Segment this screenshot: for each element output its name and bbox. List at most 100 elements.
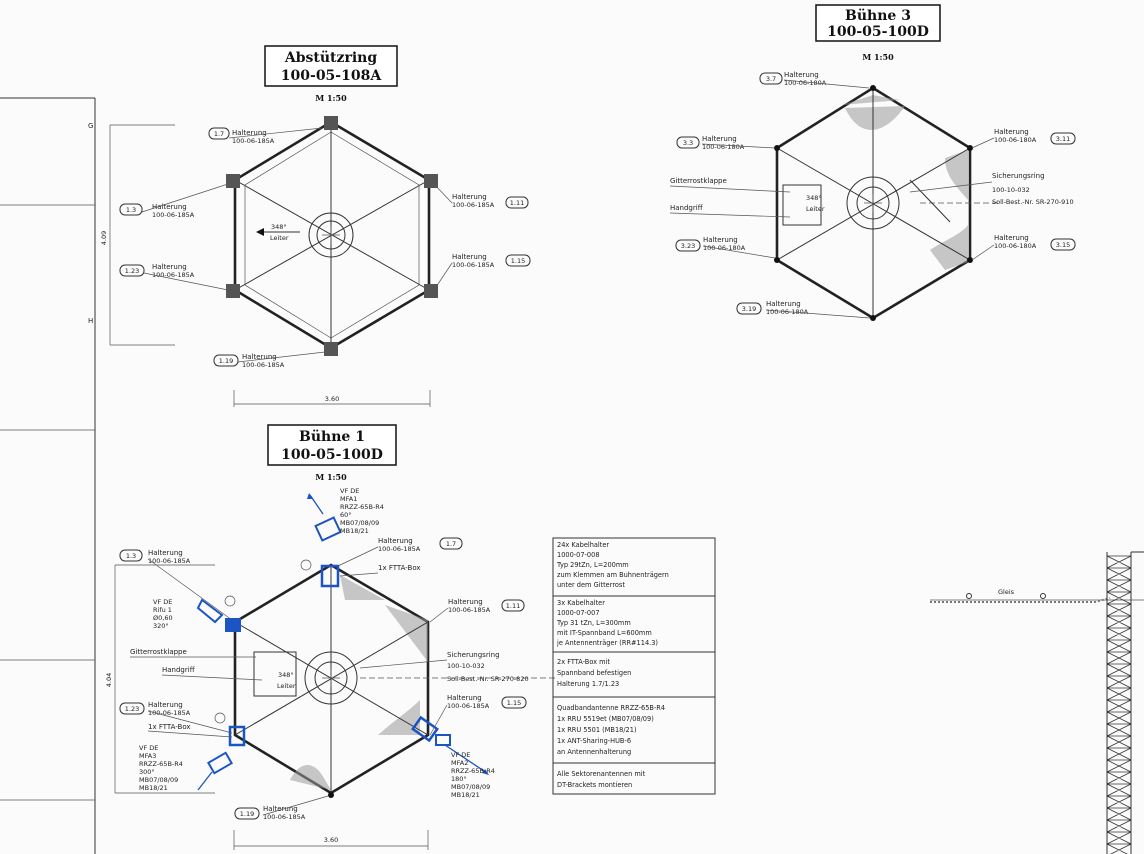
svg-text:1.23: 1.23 — [125, 705, 139, 713]
svg-text:unter dem Gitterrost: unter dem Gitterrost — [557, 581, 625, 589]
note-2: 3x Kabelhalter 1000-07-007 Typ 31 tZn, L… — [556, 599, 658, 647]
svg-text:320°: 320° — [153, 622, 169, 630]
drawing-number: 100-05-100D — [281, 447, 383, 463]
svg-text:100-10-032: 100-10-032 — [992, 186, 1030, 194]
svg-text:1x FTTA-Box: 1x FTTA-Box — [378, 564, 421, 572]
antenna-bottom-left-text: VF DE MFA3 RRZZ-65B-R4 300° MB07/08/09 M… — [139, 744, 183, 792]
svg-text:2x FTTA-Box mit: 2x FTTA-Box mit — [557, 658, 610, 666]
svg-text:RRZZ-65B-R4: RRZZ-65B-R4 — [451, 767, 495, 775]
svg-text:DT-Brackets montieren: DT-Brackets montieren — [557, 781, 632, 789]
label-3-23: 3.23 Halterung 100-06-180A — [675, 236, 776, 259]
label-1-3: 1.3 Halterung 100-06-185A — [119, 183, 229, 219]
svg-text:3.23: 3.23 — [681, 242, 695, 250]
antenna-left — [196, 595, 241, 632]
svg-text:MB18/21: MB18/21 — [451, 791, 480, 799]
antenna-top — [300, 493, 342, 588]
svg-text:100-06-185A: 100-06-185A — [447, 702, 490, 710]
svg-text:Gitterrostklappe: Gitterrostklappe — [670, 177, 727, 185]
svg-text:MB07/08/09: MB07/08/09 — [139, 776, 178, 784]
svg-text:an Antennenhalterung: an Antennenhalterung — [557, 748, 631, 756]
svg-text:100-06-185A: 100-06-185A — [242, 361, 285, 369]
drawing-abstuetzring: Abstützring 100-05-108A M 1:50 348° Leit… — [100, 45, 531, 407]
ladder-text: Leiter — [270, 234, 289, 242]
dim-height: 4.09 — [100, 231, 108, 245]
antenna-bottom-right-text: VF DE MFA2 RRZZ-65B-R4 180° MB07/08/09 M… — [451, 751, 495, 799]
svg-text:Handgriff: Handgriff — [162, 666, 195, 674]
label-1-15: Halterung 100-06-185A 1.15 — [429, 694, 527, 736]
gitterrostklappe-label: Gitterrostklappe Handgriff — [669, 177, 791, 218]
svg-text:MB07/08/09: MB07/08/09 — [451, 783, 490, 791]
svg-text:Halterung: Halterung — [994, 234, 1029, 242]
label-1-11: Halterung 100-06-185A 1.11 — [433, 183, 529, 209]
svg-text:MB07/08/09: MB07/08/09 — [340, 519, 379, 527]
note-5: Alle Sektorenantennen mit DT-Brackets mo… — [557, 770, 646, 789]
svg-text:Halterung: Halterung — [263, 805, 298, 813]
svg-text:Halterung: Halterung — [994, 128, 1029, 136]
svg-text:Leiter: Leiter — [806, 205, 825, 213]
svg-text:MFA1: MFA1 — [340, 495, 357, 503]
svg-text:300°: 300° — [139, 768, 155, 776]
svg-text:Halterung: Halterung — [784, 71, 819, 79]
svg-text:zum Klemmen am Buhnenträgern: zum Klemmen am Buhnenträgern — [557, 571, 669, 579]
svg-text:100-06-185A: 100-06-185A — [152, 271, 195, 279]
antenna-left-text: VF DE Rifu 1 Ø0,60 320° — [153, 598, 173, 630]
drawing-scale: M 1:50 — [862, 52, 894, 62]
svg-text:Halterung 1.7/1.23: Halterung 1.7/1.23 — [557, 680, 619, 688]
margin-letter-h: H — [88, 317, 93, 325]
svg-text:100-06-180A: 100-06-180A — [703, 244, 746, 252]
svg-text:1.15: 1.15 — [511, 257, 525, 265]
label-3-15: Halterung 100-06-180A 3.15 — [971, 234, 1076, 261]
svg-text:100-06-185A: 100-06-185A — [448, 606, 491, 614]
title-box — [267, 424, 397, 466]
svg-text:24x Kabelhalter: 24x Kabelhalter — [557, 541, 609, 549]
svg-text:348°: 348° — [806, 194, 822, 202]
svg-text:1.3: 1.3 — [126, 552, 136, 560]
svg-text:Gitterrostklappe: Gitterrostklappe — [130, 648, 187, 656]
svg-text:VF DE: VF DE — [153, 598, 172, 606]
svg-text:MFA2: MFA2 — [451, 759, 468, 767]
svg-text:1.7: 1.7 — [214, 130, 224, 138]
svg-text:VF DE: VF DE — [340, 487, 359, 495]
label-1-11: Halterung 100-06-185A 1.11 — [429, 598, 525, 623]
svg-text:Halterung: Halterung — [447, 694, 482, 702]
label-1-23: 1.23 Halterung 100-06-185A — [119, 701, 233, 734]
svg-text:100-06-180A: 100-06-180A — [994, 242, 1037, 250]
ladder-marker: 348° Leiter — [256, 223, 300, 242]
svg-text:100-10-032: 100-10-032 — [447, 662, 485, 670]
svg-text:je Antennenträger (RR#114.3): je Antennenträger (RR#114.3) — [556, 639, 658, 647]
drawing-title: Bühne 1 — [299, 429, 365, 445]
svg-text:Sicherungsring: Sicherungsring — [447, 651, 500, 659]
svg-text:Halterung: Halterung — [448, 598, 483, 606]
svg-text:Halterung: Halterung — [152, 263, 187, 271]
label-3-3: 3.3 Halterung 100-06-180A — [676, 135, 776, 151]
svg-text:RRZZ-65B-R4: RRZZ-65B-R4 — [139, 760, 183, 768]
dim-width: 3.60 — [324, 836, 338, 844]
svg-text:1.23: 1.23 — [125, 267, 139, 275]
svg-text:3.7: 3.7 — [766, 75, 776, 83]
drawing-buehne-3: Bühne 3 100-05-100D M 1:50 348 — [669, 4, 1076, 321]
label-3-19: 3.19 Halterung 100-06-180A — [736, 300, 871, 319]
svg-text:Handgriff: Handgriff — [670, 204, 703, 212]
ftta-top: 1x FTTA-Box — [339, 564, 421, 577]
svg-text:1x RRU 5501 (MB18/21): 1x RRU 5501 (MB18/21) — [557, 726, 637, 734]
hexagon-frame — [226, 116, 438, 356]
left-margin-frame: G H — [0, 97, 96, 854]
svg-text:1x ANT-Sharing-HUB-6: 1x ANT-Sharing-HUB-6 — [557, 737, 631, 745]
svg-text:100-06-185A: 100-06-185A — [263, 813, 306, 821]
svg-text:1.11: 1.11 — [506, 602, 520, 610]
label-1-7: 1.7 Halterung 100-06-185A — [208, 127, 323, 145]
label-1-15: Halterung 100-06-185A 1.15 — [433, 253, 531, 291]
dimension-lines: 4.09 3.60 — [100, 124, 431, 407]
lattice-mast — [1106, 551, 1144, 854]
ladder-marker: 348° Leiter — [277, 671, 296, 690]
svg-text:1.11: 1.11 — [510, 199, 524, 207]
svg-text:1x FTTA-Box: 1x FTTA-Box — [148, 723, 191, 731]
gitterrostklappe-label: Gitterrostklappe Handgriff — [130, 648, 263, 681]
sicherungsring-label: Sicherungsring 100-10-032 Soll-Best.-Nr.… — [909, 172, 1074, 206]
svg-text:Halterung: Halterung — [148, 549, 183, 557]
svg-text:mit IT-Spannband L=600mm: mit IT-Spannband L=600mm — [557, 629, 652, 637]
svg-text:1x RRU 5519et (MB07/08/09): 1x RRU 5519et (MB07/08/09) — [557, 715, 654, 723]
svg-text:1.19: 1.19 — [219, 357, 233, 365]
svg-text:1000-07-007: 1000-07-007 — [557, 609, 600, 617]
